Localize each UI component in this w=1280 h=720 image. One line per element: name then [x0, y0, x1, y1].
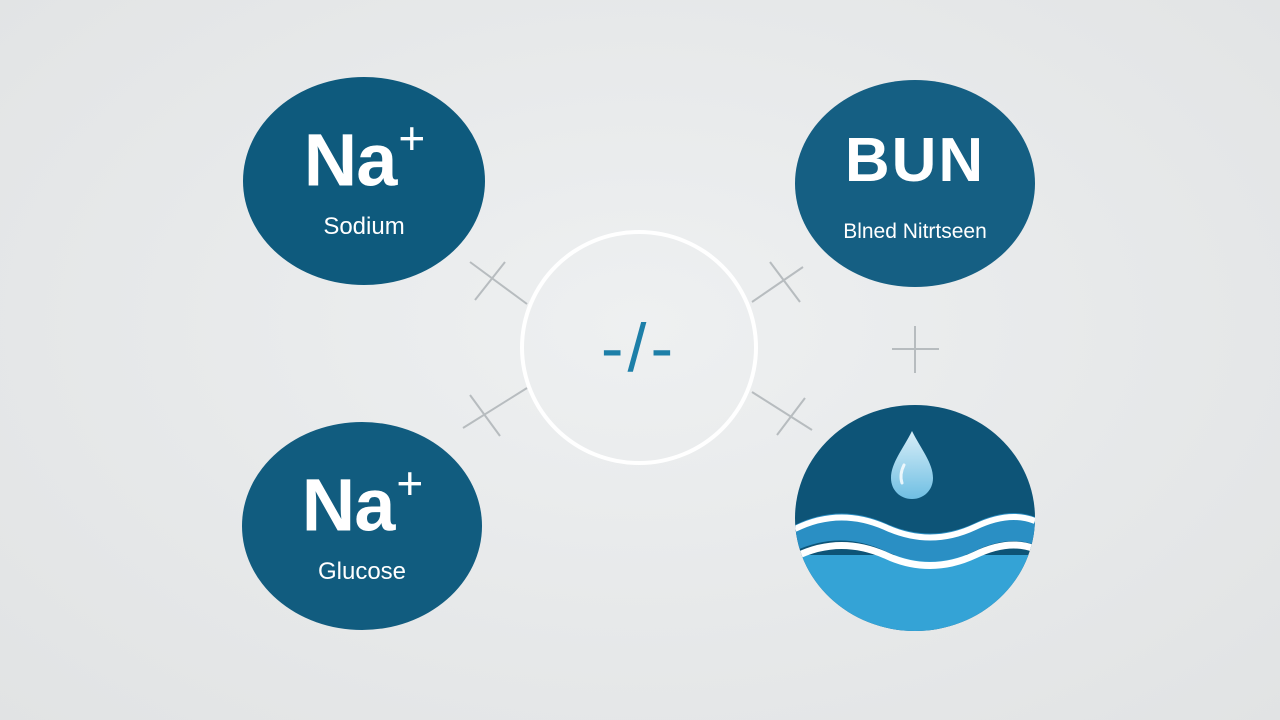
ratio-symbol: -/-	[600, 309, 678, 386]
sodium-symbol: Na+	[303, 111, 425, 202]
sodium-node: Na+ Sodium	[243, 77, 485, 285]
glucose-node: Na+ Glucose	[242, 422, 482, 630]
bun-symbol: BUN	[844, 125, 986, 195]
connector-sodium	[469, 261, 528, 305]
glucose-label: Glucose	[317, 558, 407, 586]
glucose-charge: +	[396, 456, 423, 509]
sodium-charge: +	[398, 111, 425, 164]
ratio-ring: -/-	[520, 230, 758, 465]
sodium-label: Sodium	[323, 213, 405, 241]
connector-water	[751, 391, 813, 431]
bun-node: BUN Blned Nitrtseen	[795, 80, 1035, 287]
bun-label: Blned Nitrtseen	[843, 219, 987, 243]
water-node	[795, 405, 1035, 631]
water-drop-waves-icon	[795, 431, 1035, 631]
connector-bun	[751, 266, 804, 303]
glucose-symbol: Na+	[301, 456, 423, 547]
connector-glucose	[462, 387, 528, 429]
